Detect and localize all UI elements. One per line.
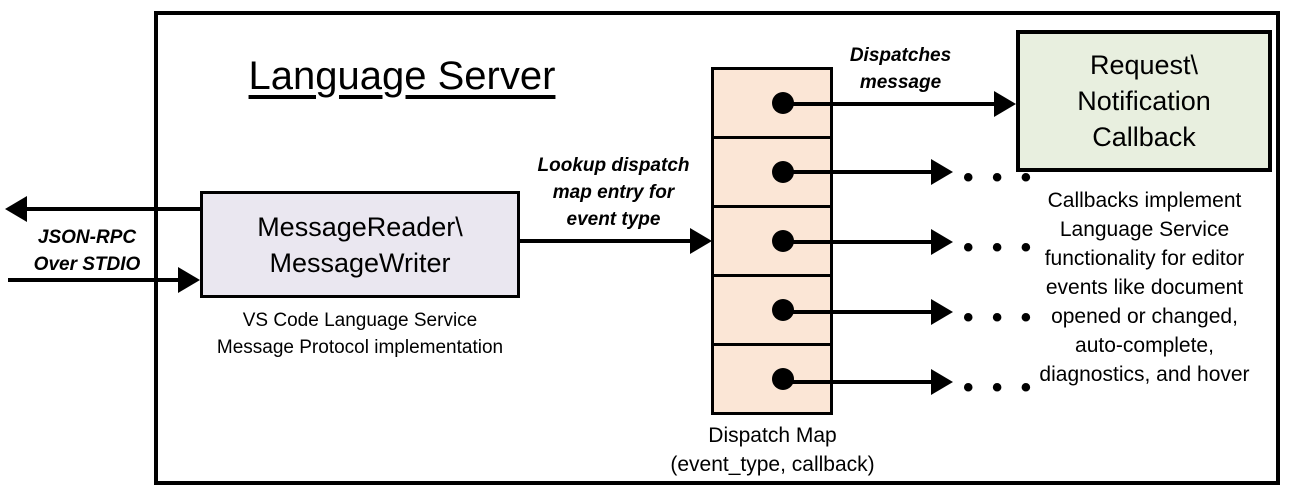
dispatch-map-caption-line-2: (event_type, callback) (670, 453, 875, 476)
lookup-dispatch-line-1: Lookup dispatch (537, 155, 690, 176)
entry-dot-icon (772, 368, 794, 390)
request-notification-callback-box[interactable]: Request\ Notification Callback (1016, 30, 1272, 172)
callback-description-line-3: functionality for editor (1044, 247, 1245, 270)
json-rpc-in-arrowhead (178, 267, 200, 293)
callback-description-line-7: diagnostics, and hover (1039, 363, 1250, 386)
dispatch-map-cell-5[interactable] (711, 343, 833, 415)
json-rpc-out-arrowhead (5, 196, 27, 222)
callback-description-line-6: auto-complete, (1075, 334, 1214, 357)
page-title: Language Server (248, 54, 556, 98)
dispatch-row-2-line (780, 170, 935, 174)
json-rpc-transport-label: JSON-RPC Over STDIO (22, 224, 152, 278)
json-rpc-label-line-1: JSON-RPC (37, 227, 137, 248)
request-notification-callback-label: Request\ Notification Callback (1077, 47, 1211, 155)
lookup-dispatch-arrowhead (690, 228, 712, 254)
dispatch-row-4-arrowhead (931, 299, 953, 325)
dispatch-row-4-line (780, 310, 935, 314)
message-reader-writer-line-1: MessageReader\ (257, 211, 463, 242)
dispatch-row-3-line (780, 240, 935, 244)
dispatches-message-label: Dispatches message (838, 42, 963, 96)
callback-description-line-5: opened or changed, (1051, 305, 1238, 328)
callback-description-line-2: Language Service (1059, 218, 1230, 241)
callback-line-2: Notification (1077, 86, 1211, 116)
json-rpc-out-line (27, 207, 202, 211)
dispatch-message-arrowhead (994, 91, 1016, 117)
lookup-dispatch-line-2: map entry for (552, 182, 675, 203)
callback-description: Callbacks implement Language Service fun… (1007, 186, 1282, 389)
dispatch-message-line (780, 102, 1008, 106)
dispatch-row-3-arrowhead (931, 229, 953, 255)
dispatch-map-cell-4[interactable] (711, 274, 833, 343)
dispatch-map-cell-3[interactable] (711, 205, 833, 274)
language-server-frame (154, 11, 1280, 485)
dispatch-row-2-ellipsis: • • • (963, 161, 1037, 194)
message-reader-writer-label: MessageReader\ MessageWriter (257, 209, 463, 281)
message-reader-writer-caption: VS Code Language Service Message Protoco… (190, 307, 530, 361)
lookup-dispatch-line-3: event type (566, 209, 661, 230)
message-reader-writer-caption-line-2: Message Protocol implementation (216, 337, 504, 358)
lookup-dispatch-label: Lookup dispatch map entry for event type (521, 152, 706, 233)
dispatch-map-caption: Dispatch Map (event_type, callback) (640, 421, 905, 479)
message-reader-writer-box[interactable]: MessageReader\ MessageWriter (200, 191, 520, 298)
callback-description-line-4: events like document (1045, 276, 1244, 299)
lookup-dispatch-line (520, 239, 694, 243)
dispatches-message-line-2: message (859, 72, 942, 93)
callback-line-3: Callback (1092, 122, 1196, 152)
message-reader-writer-line-2: MessageWriter (269, 247, 451, 278)
message-reader-writer-caption-line-1: VS Code Language Service (242, 310, 478, 331)
dispatch-map-caption-line-1: Dispatch Map (708, 424, 837, 447)
dispatch-row-2-arrowhead (931, 159, 953, 185)
json-rpc-in-line (8, 278, 190, 282)
dispatch-row-5-arrowhead (931, 369, 953, 395)
callback-line-1: Request\ (1089, 50, 1199, 80)
json-rpc-label-line-2: Over STDIO (33, 254, 141, 275)
dispatch-map-cell-1[interactable] (711, 67, 833, 136)
callback-description-line-1: Callbacks implement (1047, 189, 1242, 212)
dispatches-message-line-1: Dispatches (849, 45, 952, 66)
dispatch-row-5-line (780, 380, 935, 384)
